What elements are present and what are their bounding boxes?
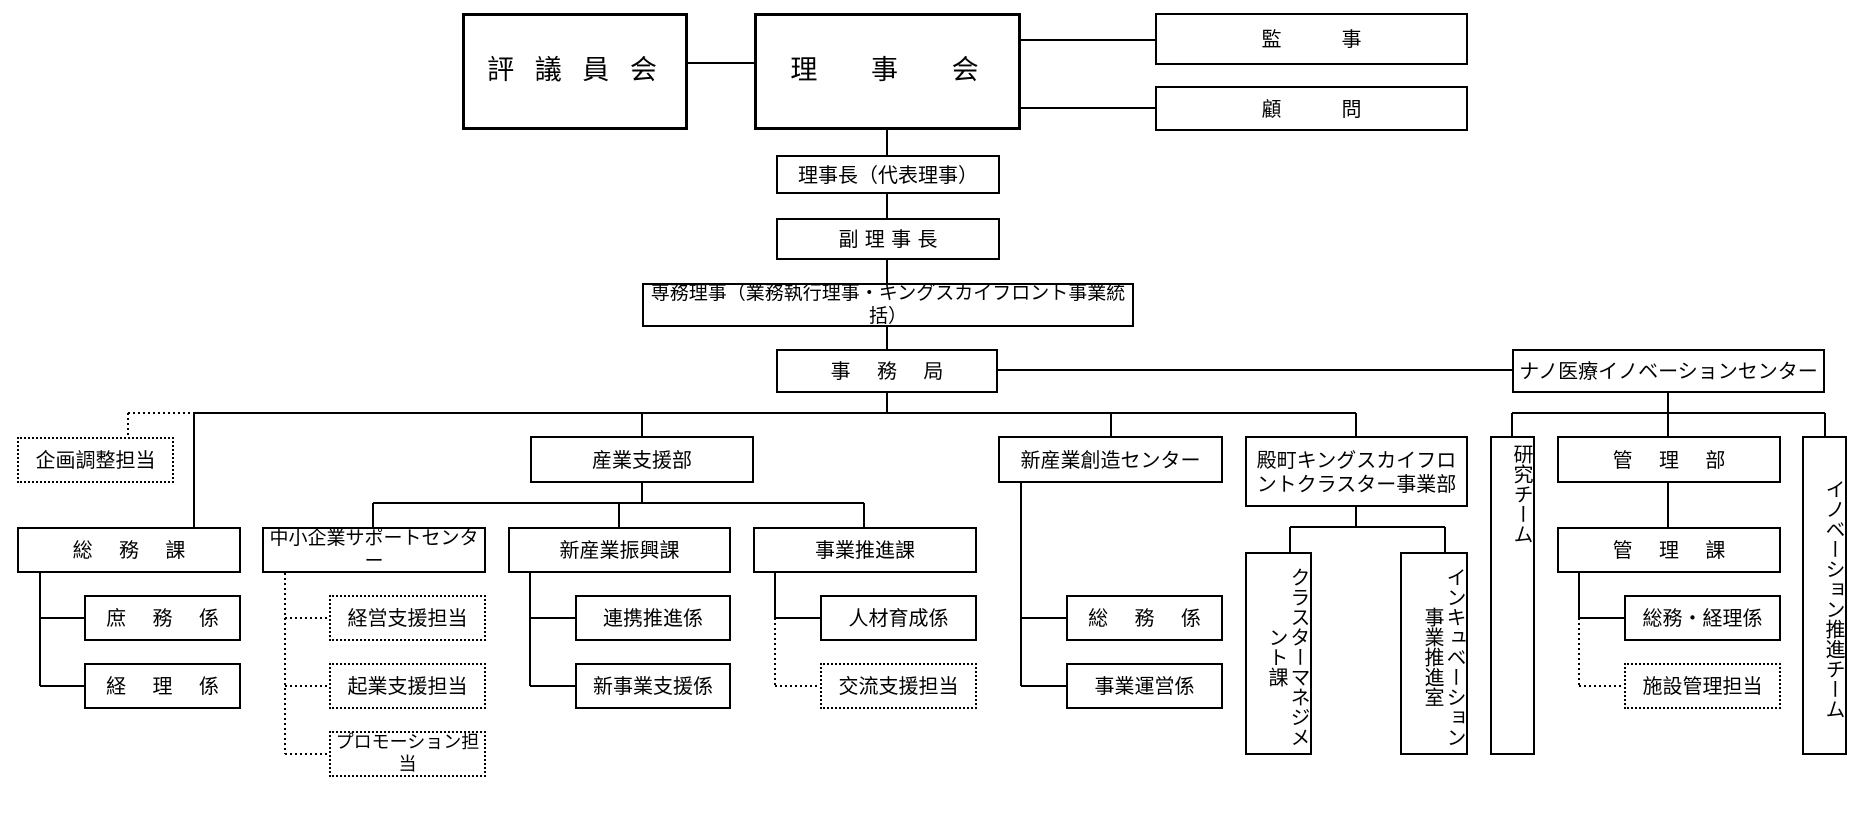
general-affairs-box: 総 務 課: [17, 527, 241, 573]
new-industry-promotion-box: 新産業振興課: [508, 527, 731, 573]
exchange-support-box: 交流支援担当: [820, 663, 977, 709]
secretariat-box: 事 務 局: [776, 349, 998, 393]
promotion-box: プロモーション担当: [329, 731, 486, 777]
hr-development-box: 人材育成係: [820, 595, 977, 641]
council-box: 評 議 員 会: [462, 13, 688, 130]
tonomachi-box: 殿町キングスカイフロントクラスター事業部: [1245, 436, 1468, 507]
sme-support-center-box: 中小企業サポートセンター: [262, 527, 486, 573]
chairman-box: 理事長（代表理事）: [776, 155, 1000, 194]
nic-general-affairs-box: 総 務 係: [1066, 595, 1223, 641]
vice-chairman-box: 副 理 事 長: [776, 218, 1000, 260]
executive-director-box: 専務理事（業務執行理事・キングスカイフロント事業統括）: [642, 282, 1134, 327]
management-dept-box: 管 理 部: [1557, 436, 1781, 483]
general-affairs-section-box: 庶 務 係: [84, 595, 241, 641]
nano-center-box: ナノ医療イノベーションセンター: [1512, 349, 1825, 393]
board-box: 理 事 会: [754, 13, 1021, 130]
management-support-box: 経営支援担当: [329, 595, 486, 641]
innovation-team-box: イノベーション推進チーム: [1802, 436, 1847, 755]
management-div-box: 管 理 課: [1557, 527, 1781, 573]
cluster-management-box: クラスターマネジメント課: [1245, 552, 1312, 755]
collaboration-box: 連携推進係: [575, 595, 731, 641]
general-accounting-box: 総務・経理係: [1624, 595, 1781, 641]
new-industry-center-box: 新産業創造センター: [998, 436, 1223, 483]
nic-operations-box: 事業運営係: [1066, 663, 1223, 709]
industry-support-box: 産業支援部: [530, 436, 754, 483]
research-team-box: 研究チーム: [1490, 436, 1535, 755]
incubation-box: インキュベーション事業推進室: [1400, 552, 1468, 755]
business-promotion-box: 事業推進課: [753, 527, 977, 573]
accounting-section-box: 経 理 係: [84, 663, 241, 709]
auditor-box: 監 事: [1155, 13, 1468, 65]
new-business-support-box: 新事業支援係: [575, 663, 731, 709]
facility-management-box: 施設管理担当: [1624, 663, 1781, 709]
startup-support-box: 起業支援担当: [329, 663, 486, 709]
planning-box: 企画調整担当: [17, 437, 174, 483]
advisor-box: 顧 問: [1155, 86, 1468, 131]
